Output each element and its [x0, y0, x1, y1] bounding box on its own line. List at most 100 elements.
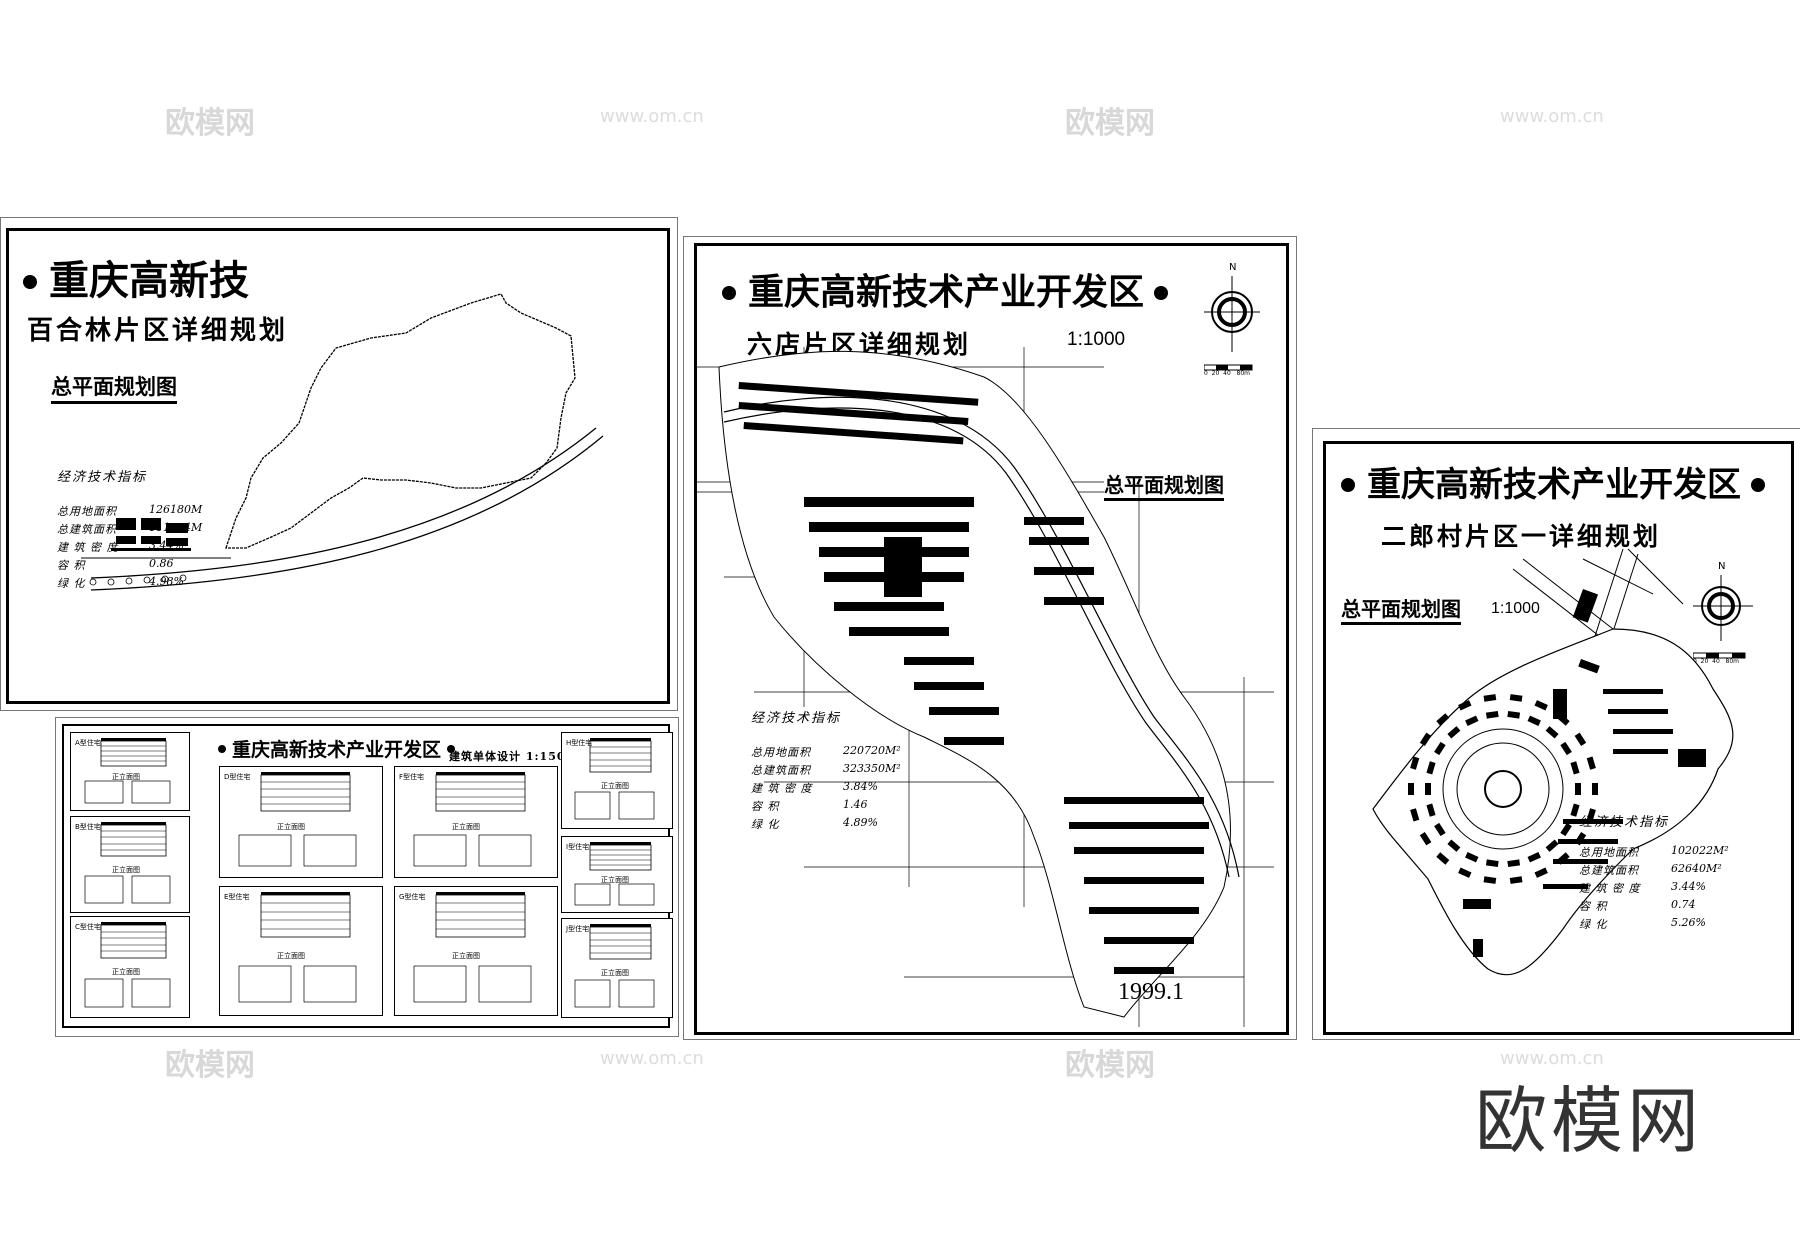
- building-footprint: [1507, 710, 1521, 719]
- stat-key: 总用地面积: [751, 746, 811, 759]
- building-footprint: [1426, 761, 1436, 775]
- drawing-date: 1999.1: [1118, 979, 1184, 1005]
- panel-caption: 正立面图: [277, 952, 305, 960]
- panel-caption: 正立面图: [601, 782, 629, 790]
- stat-key: 建 筑 密 度: [57, 541, 119, 554]
- elevation-panel: I型住宅正立面图: [561, 836, 673, 913]
- elevation-panel: D型住宅正立面图: [219, 766, 383, 878]
- stat-key: 总建筑面积: [1579, 864, 1639, 877]
- stat-key: 建 筑 密 度: [1579, 882, 1641, 895]
- panel-caption: 正立面图: [112, 773, 140, 781]
- building-footprint: [1509, 876, 1523, 884]
- building-footprint: [1410, 756, 1420, 770]
- elevation-panel: F型住宅正立面图: [394, 766, 558, 878]
- stat-key: 总建筑面积: [751, 764, 811, 777]
- panel-label: A型住宅: [75, 739, 101, 747]
- building-footprint: [1592, 783, 1598, 795]
- sheet-erlang-frame: [1323, 441, 1794, 1035]
- sheet-liudian-label: 总平面规划图: [1104, 469, 1224, 501]
- panel-caption: 正立面图: [601, 876, 629, 884]
- stat-value: 102022M²: [1671, 844, 1729, 857]
- stat-value: 62640M²: [1671, 862, 1722, 875]
- building-footprint: [1509, 694, 1523, 702]
- scalebar: 0 20 40 80m: [1204, 370, 1250, 377]
- building-footprint: [1545, 726, 1559, 739]
- panel-caption: 正立面图: [112, 968, 140, 976]
- building-footprint: [1527, 851, 1541, 863]
- panel-caption: 正立面图: [452, 823, 480, 831]
- stats-title: 经济技术指标: [751, 711, 842, 726]
- watermark-url: www.om.cn: [600, 106, 704, 127]
- stat-value: 126180M: [149, 503, 203, 516]
- building-footprint: [1447, 726, 1461, 739]
- stat-key: 绿 化: [751, 818, 780, 831]
- watermark-logo: 欧模网: [165, 1048, 255, 1083]
- panel-label: J型住宅: [566, 925, 590, 933]
- stat-value: 1.46: [843, 798, 868, 811]
- panel-label: F型住宅: [399, 773, 425, 781]
- building-footprint: [1574, 732, 1587, 746]
- building-footprint: [1485, 859, 1499, 868]
- stats-title: 经济技术指标: [1579, 815, 1670, 830]
- sheet-liudian-scale: 1:1000: [1067, 329, 1126, 350]
- sheet-erlang-label: 总平面规划图: [1341, 593, 1461, 625]
- stat-value: 3.44%: [1671, 880, 1706, 893]
- building-footprint: [1575, 783, 1581, 795]
- watermark-logo: 欧模网: [1065, 1048, 1155, 1083]
- watermark-logo: 欧模网: [165, 106, 255, 141]
- building-footprint: [1545, 839, 1559, 852]
- building-footprint: [1436, 713, 1450, 726]
- panel-label: D型住宅: [224, 773, 251, 781]
- stat-value: 0.86: [149, 557, 174, 570]
- stat-key: 总建筑面积: [57, 523, 117, 536]
- stat-key: 总用地面积: [57, 505, 117, 518]
- sheet-unit-subtitle: 建筑单体设计 1:150: [449, 750, 566, 763]
- elevation-panel: C型住宅正立面图: [70, 916, 190, 1018]
- building-footprint: [1408, 783, 1414, 795]
- sheet-bailin-label: 总平面规划图: [51, 371, 177, 404]
- panel-label: B型住宅: [75, 823, 101, 831]
- elevation-panel: B型住宅正立面图: [70, 816, 190, 913]
- brand-logo: 欧模网: [1475, 1079, 1704, 1163]
- sheet-erlang: 重庆高新技术产业开发区 二郎村片区一详细规划 总平面规划图 1:1000 N 0…: [1312, 428, 1800, 1040]
- sheet-liudian-title: 重庆高新技术产业开发区: [722, 263, 1169, 315]
- watermark-logo: 欧模网: [1065, 106, 1155, 141]
- building-footprint: [1434, 741, 1446, 756]
- panel-label: E型住宅: [224, 893, 250, 901]
- building-footprint: [1465, 851, 1479, 863]
- panel-caption: 正立面图: [601, 969, 629, 977]
- building-footprint: [1458, 700, 1472, 711]
- north-label: N: [1718, 561, 1726, 572]
- panel-caption: 正立面图: [112, 866, 140, 874]
- building-footprint: [1570, 761, 1580, 775]
- building-footprint: [1458, 867, 1472, 878]
- sheet-erlang-scale: 1:1000: [1491, 600, 1540, 617]
- building-footprint: [1447, 839, 1461, 852]
- stat-key: 建 筑 密 度: [751, 782, 813, 795]
- building-footprint: [1560, 741, 1572, 756]
- building-footprint: [1436, 852, 1450, 865]
- sheet-erlang-subtitle: 二郎村片区一详细规划: [1381, 522, 1662, 551]
- stat-value: 4.89%: [843, 816, 878, 829]
- sheet-liudian: 重庆高新技术产业开发区 六店片区详细规划 1:1000 总平面规划图 N 0 2…: [683, 236, 1297, 1040]
- panel-caption: 正立面图: [277, 823, 305, 831]
- panel-label: H型住宅: [566, 739, 593, 747]
- sheet-bailin-title: 重庆高新技: [23, 248, 249, 306]
- elevation-panel: H型住宅正立面图: [561, 732, 673, 829]
- elevation-panel: E型住宅正立面图: [219, 886, 383, 1016]
- building-footprint: [1426, 803, 1436, 817]
- building-footprint: [1419, 832, 1432, 846]
- elevation-panel: G型住宅正立面图: [394, 886, 558, 1016]
- stat-value: 323350M²: [843, 762, 901, 775]
- sheet-bailin-subtitle: 百合林片区详细规划: [27, 316, 289, 346]
- liudian-site-plan: [694, 347, 1274, 1027]
- panel-caption: 正立面图: [452, 952, 480, 960]
- erlang-site-plan: [1372, 548, 1734, 976]
- watermark-url: www.om.cn: [1500, 1048, 1604, 1069]
- building-footprint: [1485, 710, 1499, 719]
- building-footprint: [1434, 822, 1446, 837]
